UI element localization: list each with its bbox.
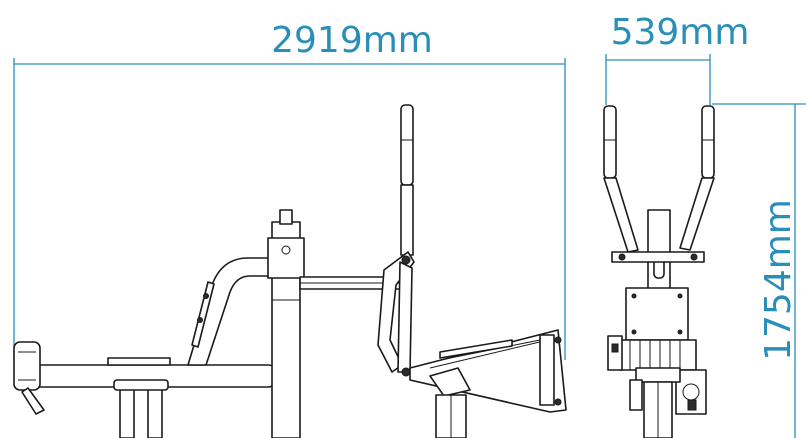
height-dimension: 1754mm xyxy=(712,103,806,438)
side-view xyxy=(13,104,567,438)
width-dimension: 539mm xyxy=(605,12,750,105)
width-label: 539mm xyxy=(611,12,750,53)
height-label: 1754mm xyxy=(758,199,799,361)
length-label: 2919mm xyxy=(271,20,433,61)
length-dimension: 2919mm xyxy=(13,20,566,360)
front-view xyxy=(603,105,715,438)
